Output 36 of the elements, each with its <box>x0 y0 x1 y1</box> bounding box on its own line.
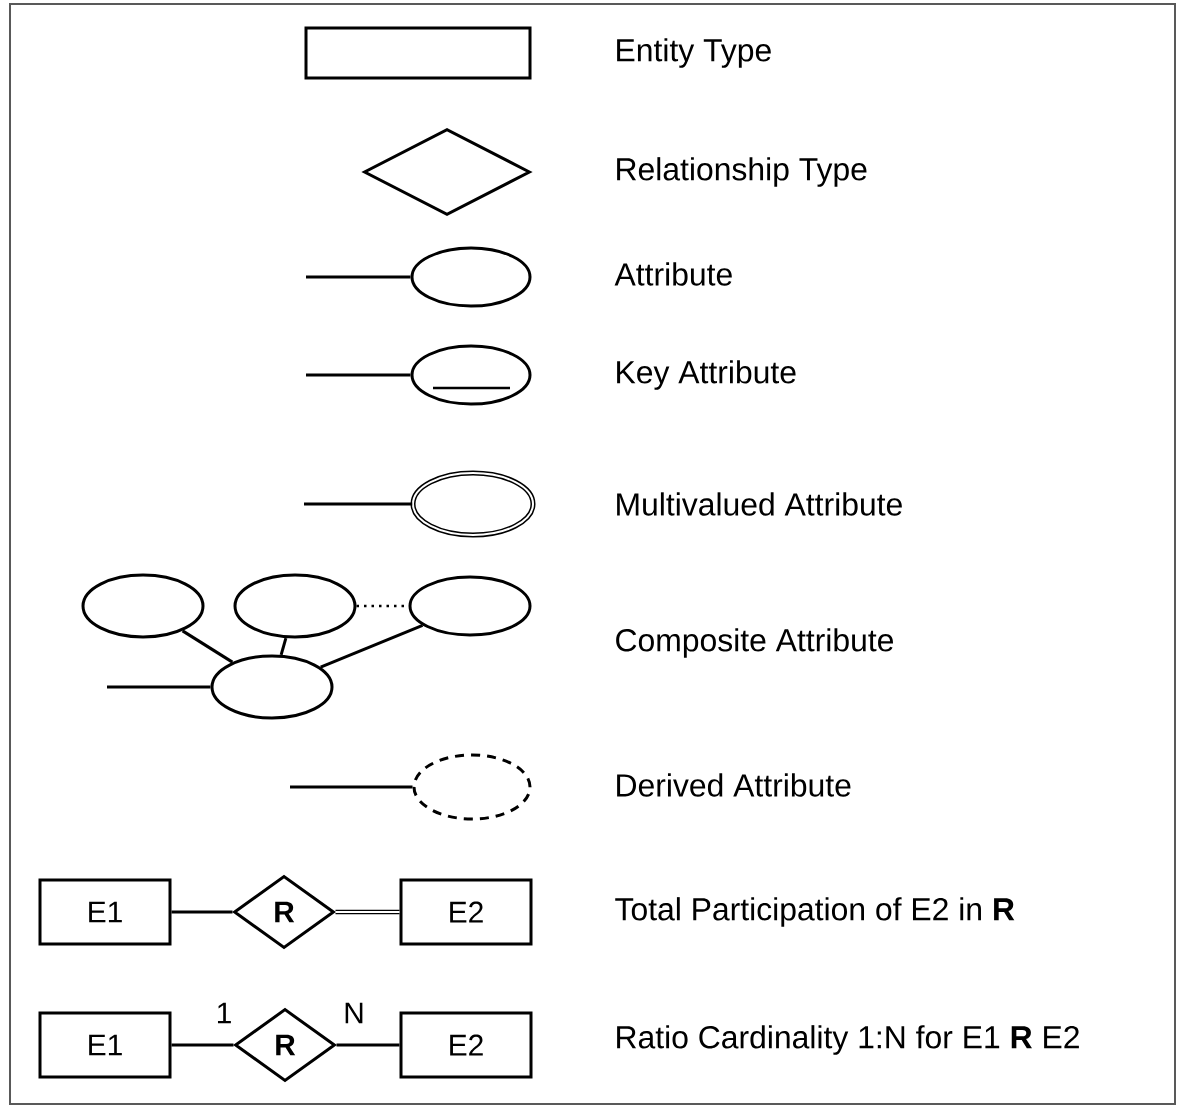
notation-label: Attribute <box>614 262 732 286</box>
attribute-ellipse <box>210 654 334 720</box>
attribute-ellipse <box>410 470 536 538</box>
connector-line <box>304 502 413 506</box>
connector-line <box>334 909 401 915</box>
notation-label: Total Participation of E2 in R <box>615 897 1015 927</box>
cardinality-label: N <box>345 1002 363 1024</box>
notation-label: Entity Type <box>617 38 771 68</box>
attribute-ellipse <box>408 575 532 637</box>
entity-box: E1 <box>38 1011 172 1079</box>
entity-box: E2 <box>399 878 533 946</box>
notation-label: Ratio Cardinality 1:N for E1 R E2 <box>617 1025 1079 1055</box>
notation-label: Composite Attribute <box>616 628 893 658</box>
entity-box <box>304 26 532 80</box>
attribute-ellipse <box>233 573 357 639</box>
attribute-ellipse <box>410 246 532 308</box>
attribute-ellipse <box>410 344 532 406</box>
notation-label: Derived Attribute <box>617 773 851 797</box>
attribute-ellipse <box>412 753 532 821</box>
entity-box: E1 <box>38 878 172 946</box>
cardinality-label: 1 <box>218 1002 231 1024</box>
connector-line <box>279 637 288 656</box>
connector-line <box>107 685 211 689</box>
entity-box: E2 <box>399 1011 533 1079</box>
connector-line <box>171 1043 234 1047</box>
notation-label: Relationship Type <box>617 157 867 187</box>
notation-label: Key Attribute <box>617 360 796 390</box>
connector-line <box>181 629 234 664</box>
attribute-ellipse <box>81 573 205 639</box>
connector-line <box>336 1043 400 1047</box>
connector-line <box>320 624 424 669</box>
connector-line <box>306 275 411 279</box>
connector-line <box>290 785 413 789</box>
connector-line <box>171 910 233 914</box>
notation-label: Multivalued Attribute <box>617 492 902 516</box>
connector-line <box>306 373 411 377</box>
